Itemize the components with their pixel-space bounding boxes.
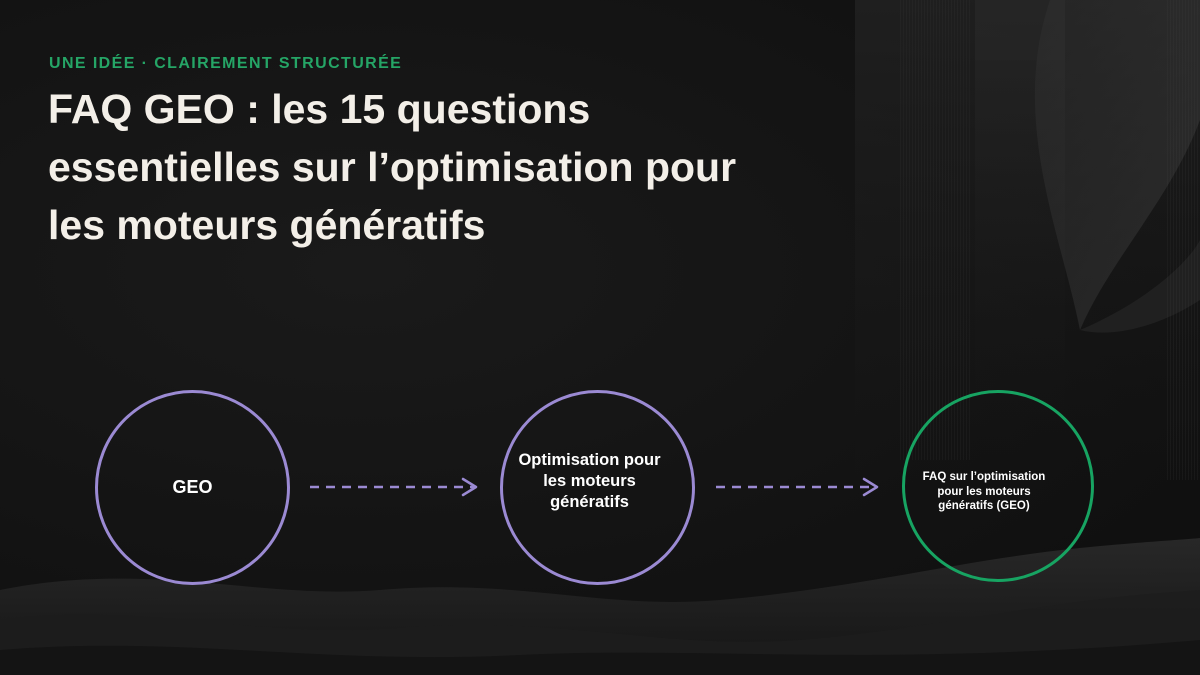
node-geo: GEO xyxy=(95,390,290,585)
node-optimisation-label: Optimisation pour les moteurs génératifs xyxy=(518,451,661,511)
node-optimisation: Optimisation pour les moteurs génératifs xyxy=(500,390,695,585)
node-faq-geo-label: FAQ sur l’optimisation pour les moteurs … xyxy=(922,471,1046,512)
node-geo-label: GEO xyxy=(172,477,213,497)
node-faq-geo: FAQ sur l’optimisation pour les moteurs … xyxy=(902,390,1094,582)
slide-title: FAQ GEO : les 15 questions essentielles … xyxy=(48,86,737,248)
eyebrow-label: UNE IDÉE · CLAIREMENT STRUCTURÉE xyxy=(49,55,403,72)
